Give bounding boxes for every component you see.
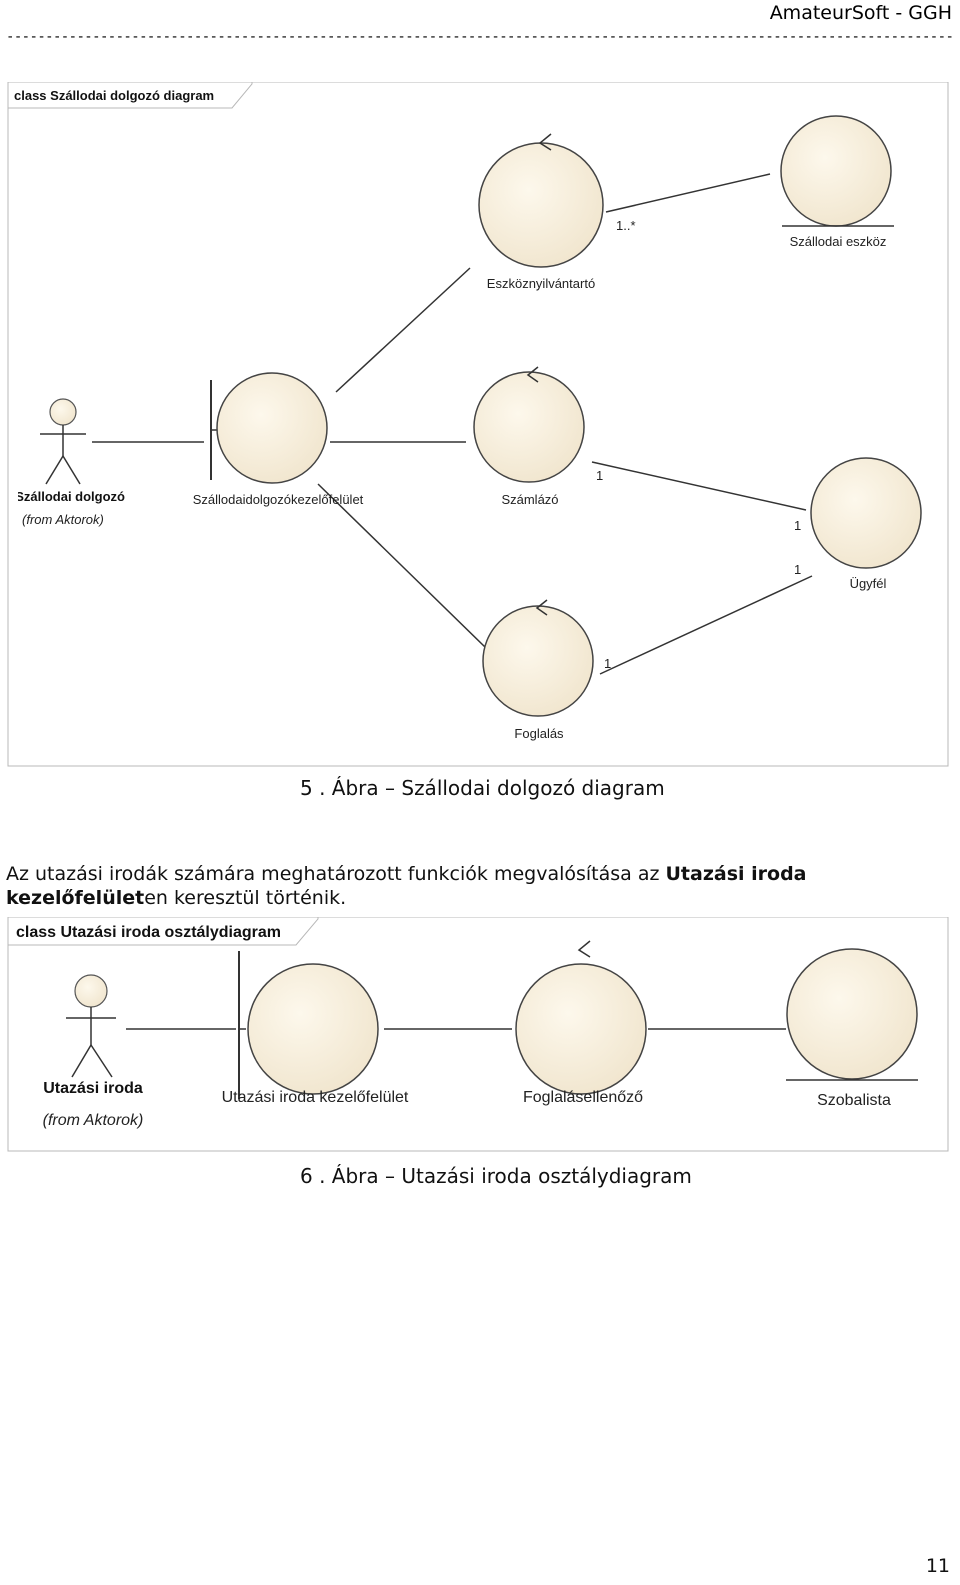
diagram1-frame (7, 82, 949, 767)
diagram2-frame-tab (8, 917, 319, 946)
boundary-szallodai-dolgozo-kezelofelulet[interactable] (210, 372, 328, 484)
control-szamlazo-label: Számlázó (501, 492, 558, 507)
figure5-caption: 5 . Ábra – Szállodai dolgozó diagram (300, 776, 665, 800)
boundary-label: Szállodaidolgozókezelőfelület (193, 492, 364, 507)
entity-ugyfel-label: Ügyfél (850, 576, 887, 591)
page-number: 11 (925, 1555, 950, 1577)
actor-utazasi-iroda[interactable] (66, 974, 116, 1078)
control-foglalasellenorzo[interactable] (515, 940, 647, 1095)
actor-name-label: Szállodai dolgozó (15, 489, 125, 504)
control-eszkoznyilvantarto-label: Eszköznyilvántartó (487, 276, 595, 291)
figure6-caption: 6 . Ábra – Utazási iroda osztálydiagram (300, 1164, 692, 1188)
entity-szallodai-eszkoz-label: Szállodai eszköz (790, 234, 887, 249)
assoc-foglalas-ugyfel (599, 575, 813, 675)
diagram1-frame-label: class Szállodai dolgozó diagram (14, 88, 214, 103)
diagram1-frame-tab (8, 82, 253, 109)
mult-eszkoz-label: 1..* (616, 218, 636, 233)
mult-ugyfel-lower-label: 1 (794, 562, 801, 577)
body-paragraph: Az utazási irodák számára meghatározott … (6, 862, 956, 910)
boundary-utazasi-iroda-kezelofelulet[interactable] (238, 951, 379, 1099)
assoc-boundary-foglalas (317, 483, 487, 649)
assoc-szamlazo-ugyfel (591, 461, 807, 511)
assoc-eszkoznyilvantarto-eszkoz (605, 173, 771, 213)
actor2-name-label: Utazási iroda (43, 1080, 143, 1097)
para-text-after: en keresztül történik. (144, 887, 347, 909)
diagram2-frame-label: class Utazási iroda osztálydiagram (16, 924, 281, 941)
mult-foglalas-label: 1 (604, 656, 611, 671)
mult-szamlazo-label: 1 (596, 468, 603, 483)
actor-from-label: (from Aktorok) (22, 512, 104, 527)
control2-label: Foglalásellenőző (523, 1089, 643, 1106)
para-text-before: Az utazási irodák számára meghatározott … (6, 863, 666, 885)
actor-name-clip: Szállodai dolgozó (15, 489, 125, 504)
mult-ugyfel-upper-label: 1 (794, 518, 801, 533)
diagram1-canvas: class Szállodai dolgozó diagram Szálloda… (7, 82, 949, 767)
utazasi-iroda-osztalydiagram: class Utazási iroda osztálydiagram Utazá… (0, 917, 960, 1162)
entity-szallodai-eszkoz[interactable] (780, 115, 894, 227)
header-dashed-rule: ----------------------------------------… (6, 30, 954, 44)
control-foglalas[interactable] (482, 599, 594, 717)
entity-szobalista[interactable] (786, 948, 918, 1081)
assoc-boundary-eszkoznyilvantarto (335, 267, 471, 393)
para-text-bold: Utazási iroda kezelőfelület (6, 863, 807, 909)
szallodai-dolgozo-diagram: class Szállodai dolgozó diagram Szálloda… (0, 82, 960, 774)
actor-szallodai-dolgozo[interactable] (40, 398, 86, 485)
diagram2-frame (7, 917, 949, 1152)
entity-ugyfel[interactable] (810, 457, 922, 569)
actor2-from-label: (from Aktorok) (43, 1112, 144, 1129)
boundary2-label: Utazási iroda kezelőfelület (222, 1089, 409, 1106)
header-title: AmateurSoft - GGH (769, 2, 952, 24)
entity2-label: Szobalista (817, 1092, 891, 1109)
control-eszkoznyilvantarto[interactable] (478, 133, 604, 268)
control-foglalas-label: Foglalás (514, 726, 564, 741)
control-szamlazo[interactable] (473, 366, 585, 483)
diagram2-canvas: class Utazási iroda osztálydiagram Utazá… (7, 917, 949, 1152)
